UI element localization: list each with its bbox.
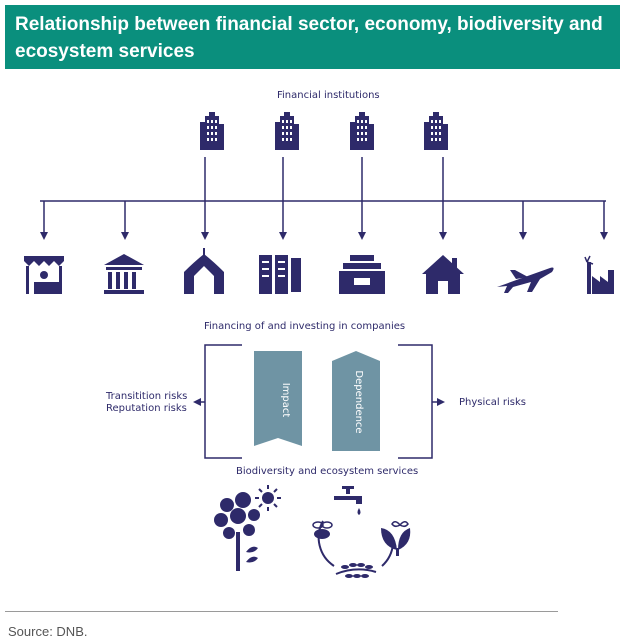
cycle-arc-left [317, 520, 335, 567]
server-rack-icon [259, 255, 301, 294]
bank-icon [104, 254, 144, 294]
impact-label: Impact [280, 383, 291, 418]
institution-building-2 [275, 112, 299, 150]
dependence-banner [332, 351, 380, 451]
dependence-label: Dependence [353, 370, 364, 433]
airplane-icon [497, 267, 554, 293]
institution-building-3 [350, 112, 374, 150]
physical-risks-label: Physical risks [459, 397, 526, 408]
wheat-icon [335, 563, 377, 578]
page-title: Relationship between financial sector, e… [15, 14, 603, 62]
institution-building-1 [200, 112, 224, 150]
factory-icon [584, 255, 614, 294]
right-bracket [398, 344, 433, 459]
impact-banner [254, 351, 302, 446]
left-bracket [204, 344, 242, 459]
financing-label: Financing of and investing in companies [204, 321, 406, 332]
sun-icon [255, 485, 281, 511]
tree-icon [214, 492, 260, 571]
sector-icons [24, 248, 614, 294]
market-stall-icon [24, 256, 64, 294]
house-icon [422, 255, 464, 294]
treasure-chest-icon [339, 255, 385, 294]
institution-building-4 [424, 112, 448, 150]
footer-divider [5, 611, 558, 612]
source-note: Source: DNB. [8, 624, 88, 639]
butterfly-icon [391, 521, 409, 528]
circus-tent-icon [184, 248, 224, 294]
water-tap-icon [334, 486, 362, 515]
reputation-risks-label: Reputation risks [106, 403, 187, 414]
bracket-frame [193, 344, 445, 459]
header-banner: Relationship between financial sector, e… [5, 5, 620, 69]
transition-risks-label: Transitition risks [106, 391, 188, 402]
bee-icon [312, 521, 333, 539]
biodiversity-label: Biodiversity and ecosystem services [236, 466, 419, 477]
financial-institutions-label: Financial institutions [277, 90, 380, 101]
distribution-lines [40, 157, 608, 240]
plant-icon [381, 528, 411, 556]
ecosystem-icons [214, 485, 411, 578]
